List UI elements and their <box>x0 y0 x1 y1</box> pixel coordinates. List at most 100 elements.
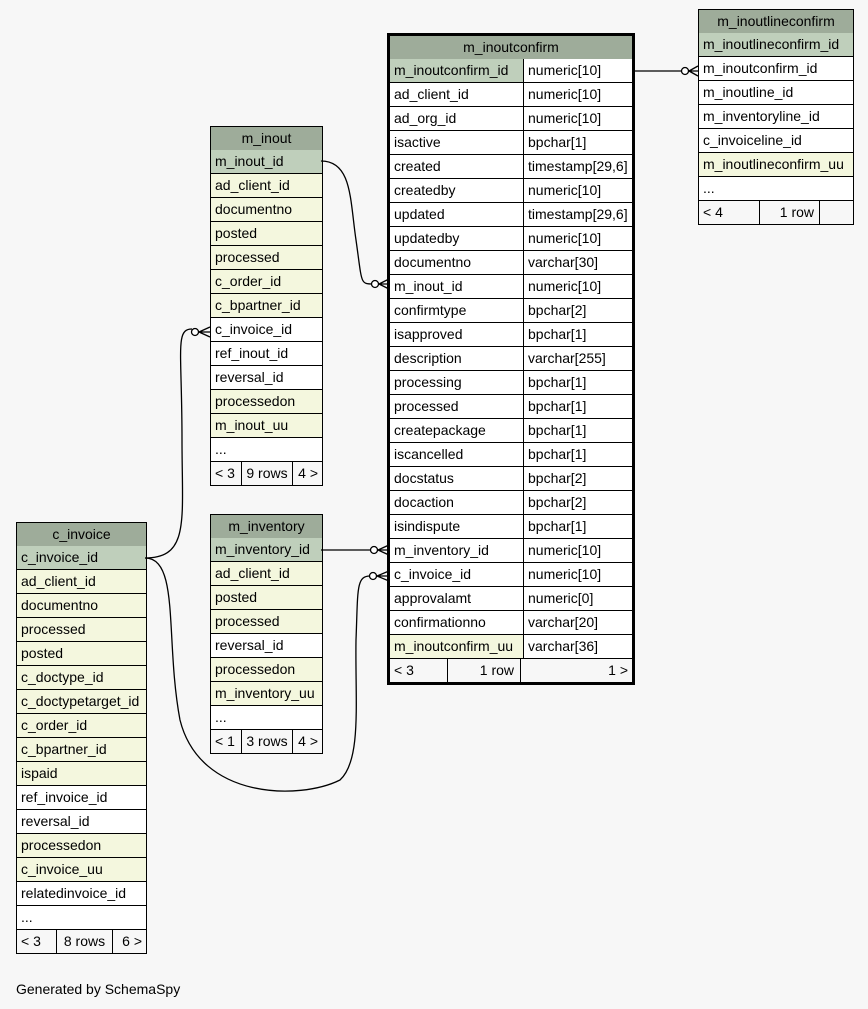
table-footer: < 4 1 row <box>699 200 853 224</box>
zero-or-many-marker <box>369 545 379 555</box>
column-row[interactable]: relatedinvoice_id <box>17 881 146 905</box>
footer-parents-count[interactable]: < 1 <box>215 733 235 749</box>
table-title: m_inout <box>211 127 322 150</box>
column-type: timestamp[29,6] <box>524 155 632 178</box>
column-row[interactable]: ispaid <box>17 761 146 785</box>
column-row[interactable]: posted <box>211 585 322 609</box>
column-row[interactable]: posted <box>211 221 322 245</box>
column-row[interactable]: c_invoiceline_id <box>699 128 853 152</box>
column-row[interactable]: posted <box>17 641 146 665</box>
column-row[interactable]: ... <box>211 437 322 461</box>
column-row[interactable]: m_inoutconfirm_id <box>699 56 853 80</box>
column-name: isactive <box>394 134 441 150</box>
footer-children-count[interactable]: 4 > <box>298 733 318 749</box>
column-row[interactable]: m_inventory_uu <box>211 681 322 705</box>
column-row[interactable]: c_invoice_id <box>17 546 146 569</box>
column-type: numeric[10] <box>524 275 632 298</box>
column-row[interactable]: m_inoutlineconfirm_id <box>699 33 853 56</box>
crowfoot-marker <box>378 278 390 290</box>
footer-parents-count[interactable]: < 3 <box>215 465 235 481</box>
column-row[interactable]: ad_client_id <box>211 173 322 197</box>
column-name: posted <box>21 645 64 661</box>
column-row[interactable]: reversal_id <box>211 365 322 389</box>
column-name: m_inout_id <box>215 153 284 169</box>
column-row[interactable]: c_invoice_id <box>211 317 322 341</box>
column-type: bpchar[2] <box>524 491 632 514</box>
footer-children-count[interactable]: 6 > <box>122 933 142 949</box>
column-row[interactable]: reversal_id <box>17 809 146 833</box>
column-name: ref_invoice_id <box>21 789 108 805</box>
column-row[interactable]: m_inventoryline_id <box>699 104 853 128</box>
zero-or-many-marker <box>190 327 200 337</box>
footer-children-count[interactable]: 1 > <box>608 662 628 678</box>
column-row[interactable]: c_invoice_uu <box>17 857 146 881</box>
footer-children-count[interactable]: 4 > <box>298 465 318 481</box>
table-title: m_inventory <box>211 515 322 538</box>
column-row[interactable]: processed <box>17 617 146 641</box>
column-row[interactable]: m_inout_uu <box>211 413 322 437</box>
footer-parents-count[interactable]: < 4 <box>703 204 723 220</box>
column-row[interactable]: c_bpartner_id <box>17 737 146 761</box>
column-name: reversal_id <box>215 637 284 653</box>
column-row[interactable]: processedon <box>211 657 322 681</box>
column-row[interactable]: reversal_id <box>211 633 322 657</box>
column-row[interactable]: m_inoutline_id <box>699 80 853 104</box>
column-row[interactable]: m_inoutlineconfirm_uu <box>699 152 853 176</box>
column-row[interactable]: c_doctypetarget_id <box>17 689 146 713</box>
column-name: processedon <box>215 393 296 409</box>
column-row[interactable]: processed <box>211 245 322 269</box>
column-row[interactable]: ... <box>699 176 853 200</box>
column-row[interactable]: documentno <box>211 197 322 221</box>
column-row[interactable]: m_inventory_id <box>211 538 322 561</box>
column-row[interactable]: documentno <box>17 593 146 617</box>
column-row[interactable]: ref_inout_id <box>211 341 322 365</box>
column-row[interactable]: ... <box>17 905 146 929</box>
column-name: processed <box>394 398 459 414</box>
column-row[interactable]: c_doctype_id <box>17 665 146 689</box>
column-row[interactable]: processedon <box>211 389 322 413</box>
relationship-invoice-to-inoutconfirm <box>144 557 371 792</box>
column-type: numeric[10] <box>524 227 632 250</box>
footer-parents-count[interactable]: < 3 <box>394 662 414 678</box>
column-name: c_order_id <box>215 273 282 289</box>
column-row[interactable]: c_order_id <box>211 269 322 293</box>
column-row[interactable]: m_inout_id <box>211 150 322 173</box>
column-row[interactable]: c_order_id <box>17 713 146 737</box>
column-row[interactable]: ad_client_id <box>211 561 322 585</box>
footer-parents-count[interactable]: < 3 <box>21 933 41 949</box>
column-row[interactable]: c_bpartner_id <box>211 293 322 317</box>
column-row[interactable]: processedon <box>17 833 146 857</box>
column-row[interactable]: ad_client_id <box>17 569 146 593</box>
column-row[interactable]: ... <box>211 705 322 729</box>
column-name: docstatus <box>394 470 454 486</box>
column-row[interactable]: processed <box>211 609 322 633</box>
column-type: varchar[20] <box>524 611 632 634</box>
column-row[interactable]: ref_invoice_id <box>17 785 146 809</box>
